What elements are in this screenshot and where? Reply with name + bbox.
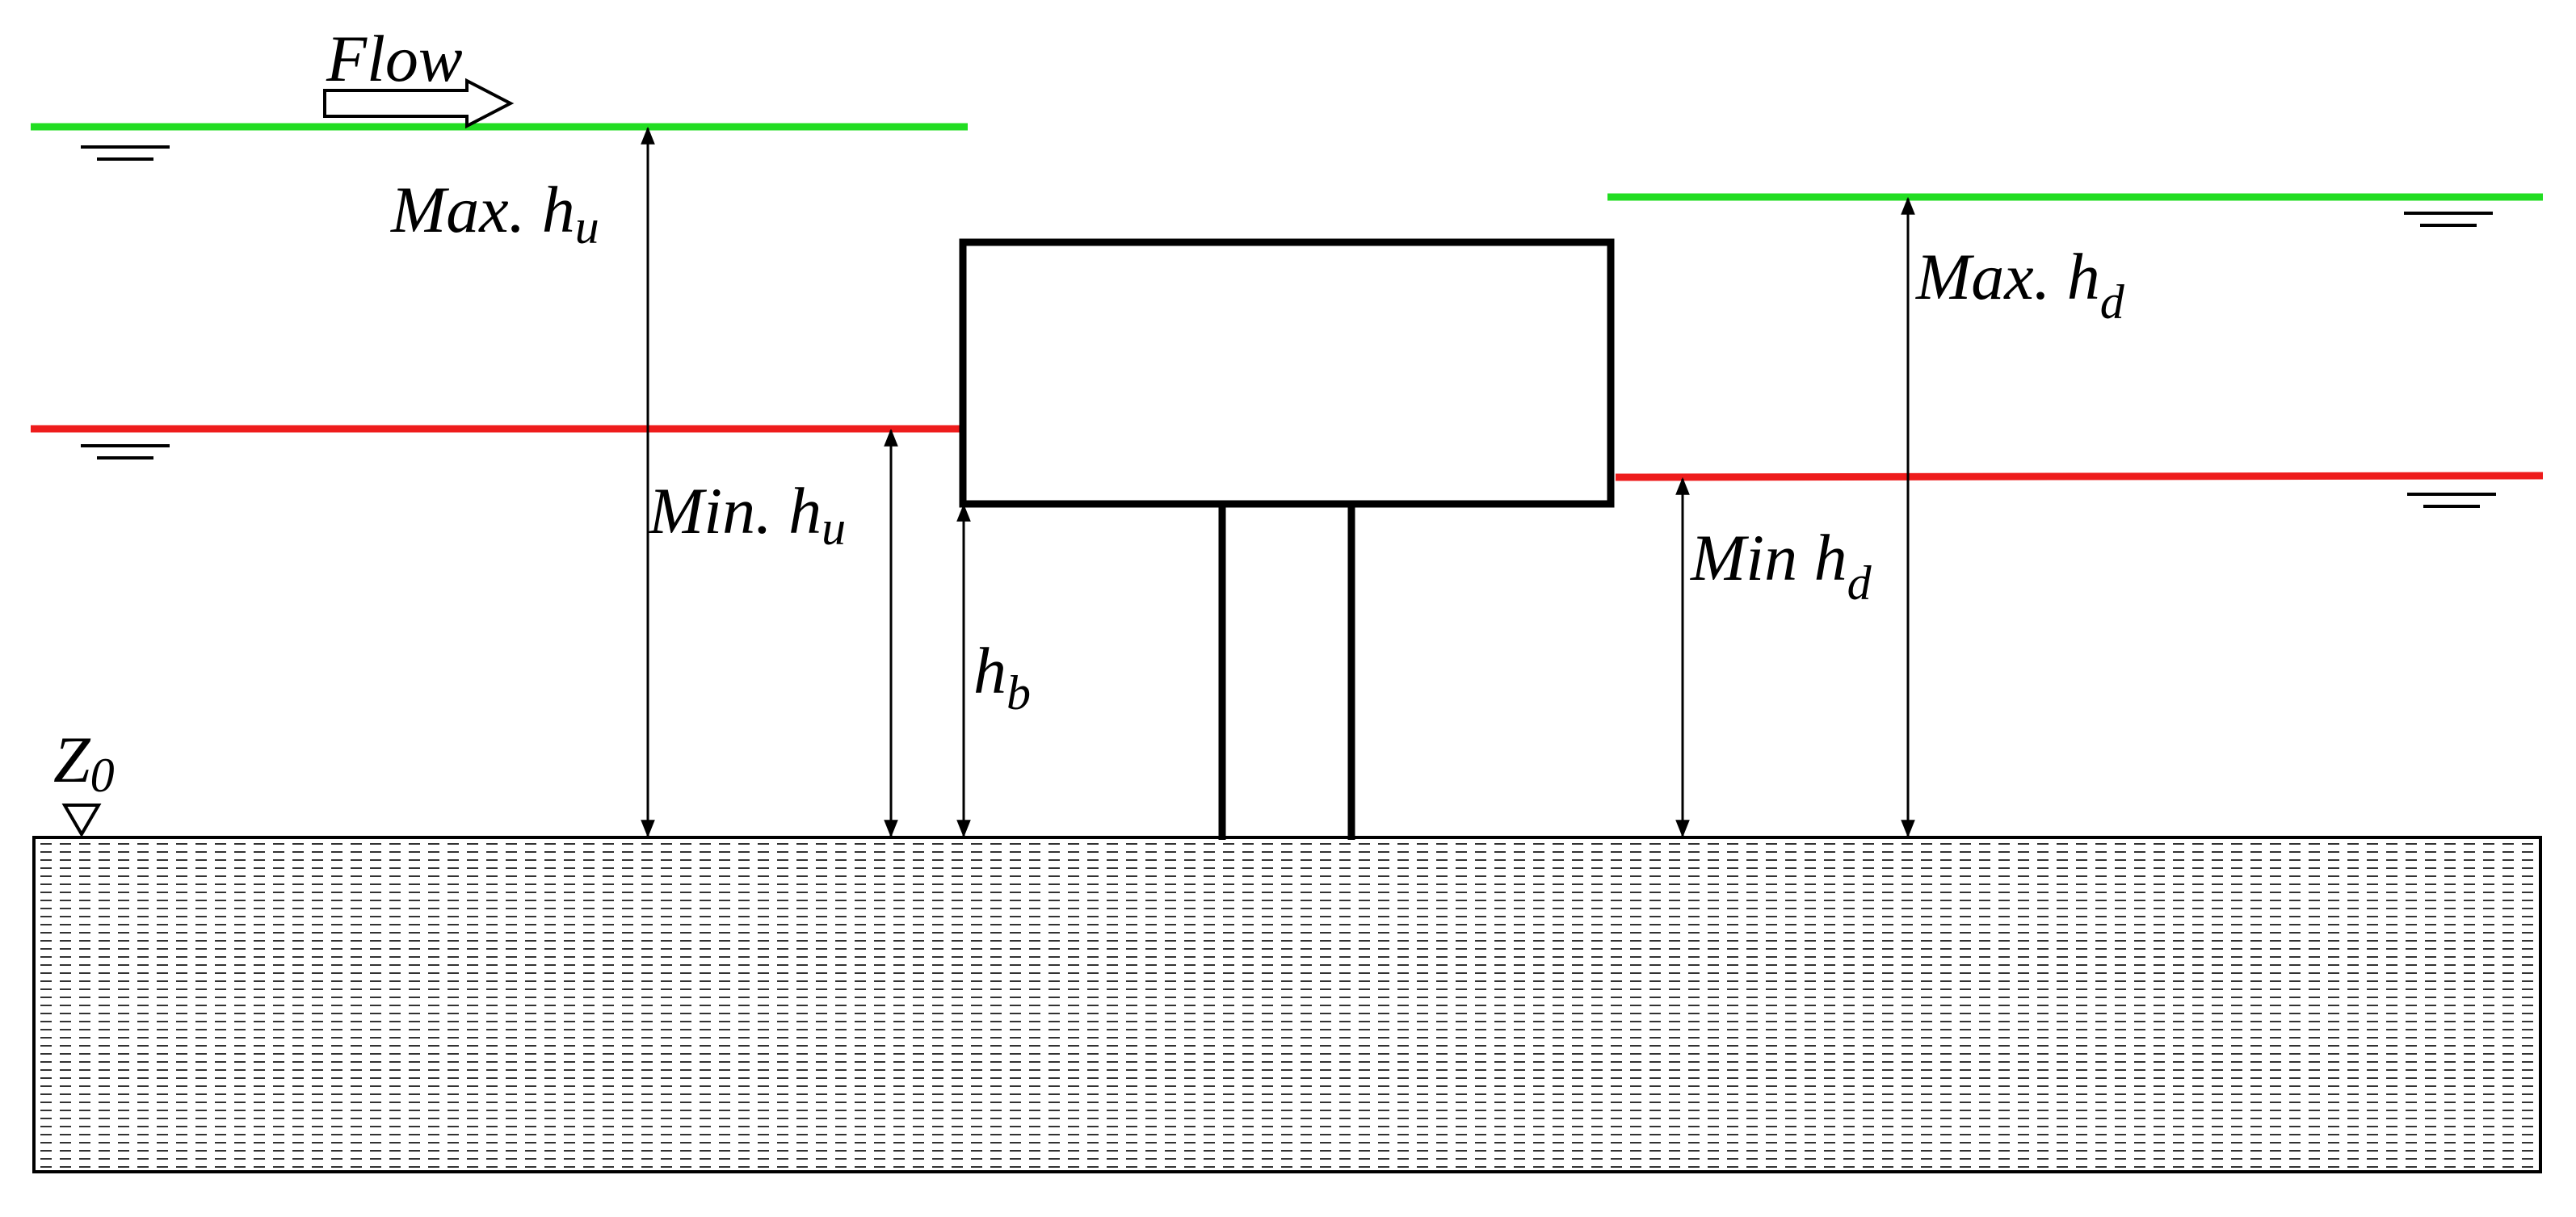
downstream-min-level-line xyxy=(1615,472,2544,481)
flow-arrow-icon xyxy=(323,78,515,129)
downstream-max-water-symbol xyxy=(2404,212,2493,227)
riverbed-ground xyxy=(32,836,2542,1173)
min-hu-label: Min. hu xyxy=(648,474,846,555)
flow-label: Flow xyxy=(326,22,463,95)
bridge-deck xyxy=(959,238,1615,508)
upstream-max-water-symbol xyxy=(81,145,170,161)
datum-triangle-icon xyxy=(61,804,102,837)
min-hd-label: Min hd xyxy=(1690,521,1872,610)
z0-label: Z0 xyxy=(53,723,115,802)
max-hd-label: Max. hd xyxy=(1915,240,2125,329)
hb-label: hb xyxy=(973,634,1031,720)
upstream-min-water-symbol xyxy=(81,444,170,460)
downstream-min-water-symbol xyxy=(2407,493,2496,508)
max-hu-label: Max. hu xyxy=(390,173,599,254)
